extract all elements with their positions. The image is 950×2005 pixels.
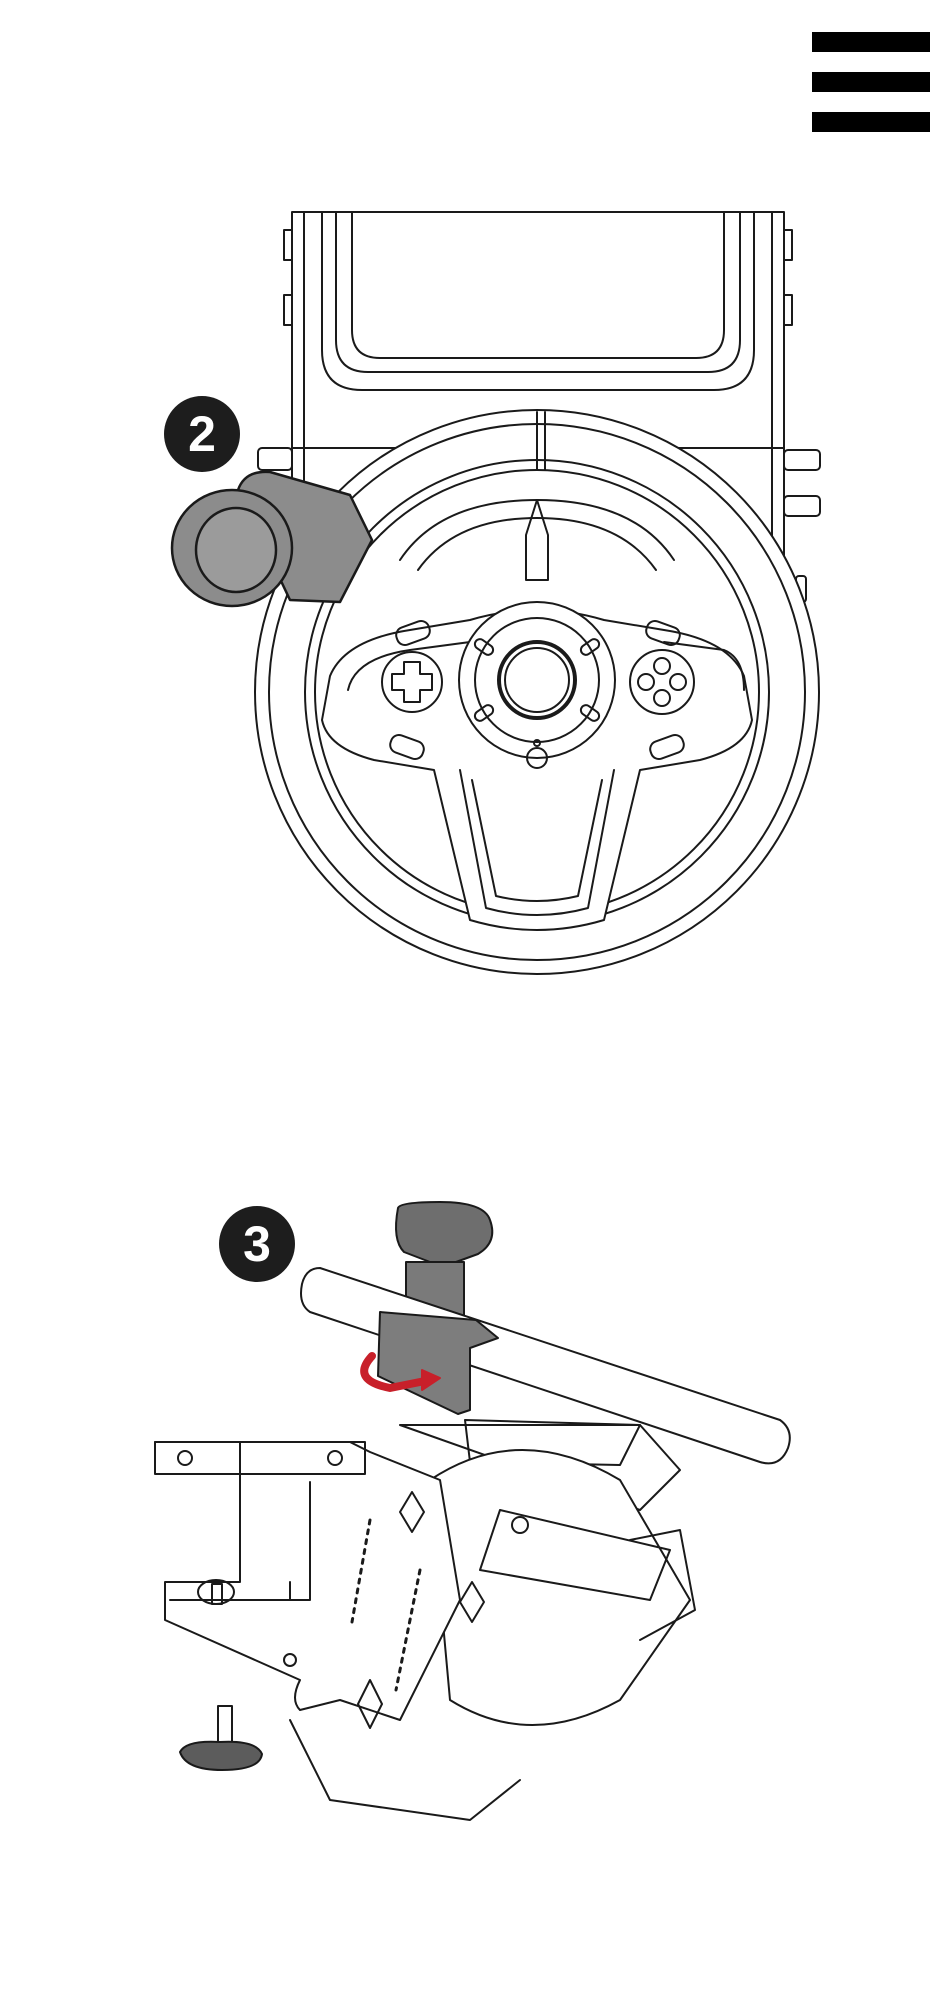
clamp-screw-knob-icon	[180, 1742, 262, 1770]
side-knob-icon	[258, 448, 292, 470]
step-badge: 3	[219, 1206, 295, 1282]
wheel-mount-side-illustration	[0, 1180, 950, 1840]
racing-wheel-front-illustration	[0, 200, 950, 980]
menu-bar-icon	[812, 72, 930, 92]
hamburger-menu-button[interactable]	[808, 28, 934, 136]
desk-tube	[301, 1268, 790, 1463]
wheel-center-hub	[459, 602, 615, 758]
menu-bar-icon	[812, 32, 930, 52]
menu-bar-icon	[812, 112, 930, 132]
desk-clamp-plate	[155, 1442, 460, 1720]
step-badge: 2	[164, 396, 240, 472]
clamp-knob-icon	[172, 472, 372, 606]
